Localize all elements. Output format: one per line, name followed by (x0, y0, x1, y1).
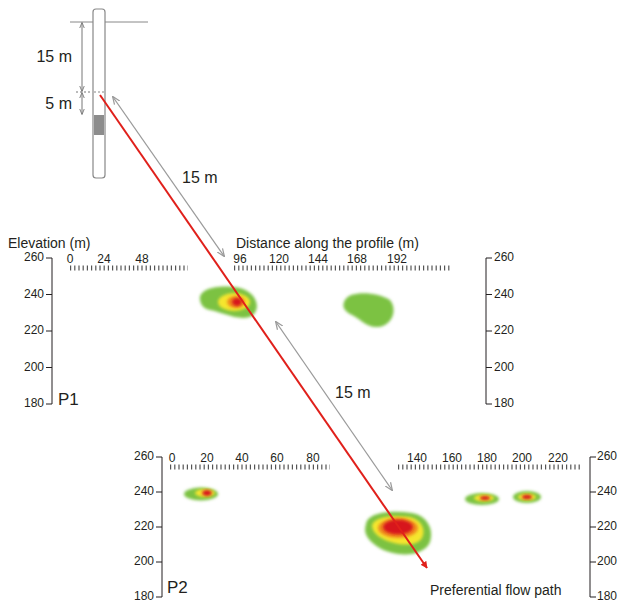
p2-anomaly (465, 493, 499, 505)
distance-tick: 140 (407, 452, 427, 466)
elevation-tick: 260 (134, 450, 154, 464)
p2-anomaly (184, 488, 218, 501)
distance-tick: 200 (512, 452, 532, 466)
elevation-tick: 180 (597, 590, 617, 604)
p1-anomaly (343, 293, 393, 327)
p1-axes (46, 258, 492, 404)
distance-tick: 24 (97, 253, 110, 267)
distance-label: 15 m (335, 384, 371, 402)
distance-arrow (113, 97, 224, 256)
distance-tick: 168 (347, 253, 367, 267)
axis-title: Elevation (m) (8, 235, 90, 251)
elevation-tick: 200 (24, 361, 44, 375)
p2-anomaly (365, 512, 431, 555)
p2-axes (156, 457, 596, 597)
elevation-tick: 220 (597, 520, 617, 534)
distance-tick: 80 (306, 452, 319, 466)
p1-anomaly (200, 287, 257, 318)
axis-title: Distance along the profile (m) (236, 235, 419, 251)
elevation-tick: 200 (494, 361, 514, 375)
distance-label: 15 m (182, 169, 218, 187)
elevation-tick: 260 (24, 251, 44, 265)
dimension-label: 15 m (36, 48, 72, 66)
elevation-tick: 220 (134, 520, 154, 534)
profile-name: P1 (58, 390, 79, 410)
flow-path-arrow (100, 95, 427, 568)
distance-tick: 192 (387, 253, 407, 267)
elevation-tick: 240 (134, 485, 154, 499)
distance-tick: 48 (135, 253, 148, 267)
distance-tick: 20 (200, 452, 213, 466)
elevation-tick: 200 (134, 555, 154, 569)
distance-tick: 60 (270, 452, 283, 466)
distance-tick: 220 (548, 452, 568, 466)
flow-path-label: Preferential flow path (430, 582, 562, 598)
elevation-tick: 240 (597, 485, 617, 499)
elevation-tick: 180 (24, 397, 44, 411)
profile-name: P2 (167, 578, 188, 598)
elevation-tick: 260 (597, 450, 617, 464)
borehole (70, 9, 148, 178)
elevation-tick: 240 (494, 288, 514, 302)
distance-tick: 40 (235, 452, 248, 466)
distance-tick: 180 (477, 452, 497, 466)
distance-tick: 120 (269, 253, 289, 267)
distance-tick: 0 (67, 253, 74, 267)
distance-tick: 0 (169, 452, 176, 466)
elevation-tick: 220 (494, 324, 514, 338)
elevation-tick: 260 (494, 251, 514, 265)
p2-anomaly (513, 491, 541, 503)
elevation-tick: 220 (24, 324, 44, 338)
elevation-tick: 180 (494, 397, 514, 411)
distance-tick: 160 (442, 452, 462, 466)
distance-tick: 144 (308, 253, 328, 267)
dimension-label: 5 m (45, 95, 72, 113)
distance-arrow (276, 322, 392, 490)
p1-distance-axis (70, 266, 450, 271)
elevation-tick: 200 (597, 555, 617, 569)
elevation-tick: 180 (134, 590, 154, 604)
elevation-tick: 240 (24, 288, 44, 302)
distance-tick: 96 (233, 253, 246, 267)
